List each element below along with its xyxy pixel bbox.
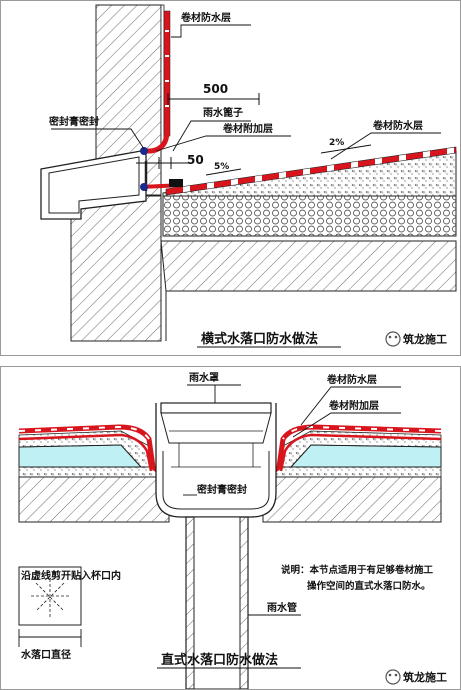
rain-cover-body xyxy=(160,412,272,444)
vertical-drain-panel: 雨水罩 卷材防水层 卷材附加层 密封膏密封 说明：本节点适用于有足够卷材施工 操… xyxy=(0,366,461,690)
insulation-right xyxy=(289,444,442,468)
sealant-label: 密封膏密封 xyxy=(49,115,99,128)
dim-500-label: 500 xyxy=(203,82,228,96)
watermark-text-bottom: 筑龙施工 xyxy=(403,670,447,684)
diameter-label: 水落口直径 xyxy=(20,648,71,661)
roof-membrane xyxy=(165,146,457,196)
slope-2-label: 2% xyxy=(329,138,344,148)
insulation-layer xyxy=(162,195,457,237)
bottom-title: 直式水落口防水做法 xyxy=(161,652,278,668)
watermark-logo-top xyxy=(385,331,401,347)
membrane-add-label-bottom: 卷材附加层 xyxy=(328,399,379,412)
wall-lower xyxy=(70,195,162,342)
membrane-label: 卷材防水层 xyxy=(326,373,377,386)
cover-label: 雨水罩 xyxy=(189,371,219,384)
membrane-right-label: 卷材防水层 xyxy=(372,119,423,132)
sealant-blob-top xyxy=(140,147,148,155)
pipe-label: 雨水管 xyxy=(267,601,297,614)
wall-membrane xyxy=(163,10,171,137)
note-line-2: 操作空间的直式水落口防水。 xyxy=(307,580,431,592)
sealant-label-bottom: 密封膏密封 xyxy=(197,483,247,496)
vertical-drain-drawing: 雨水罩 卷材防水层 卷材附加层 密封膏密封 说明：本节点适用于有足够卷材施工 操… xyxy=(18,371,447,689)
slope-5-label: 5% xyxy=(214,162,229,172)
watermark-text-top: 筑龙施工 xyxy=(403,332,447,346)
slab-right xyxy=(262,476,442,523)
membrane-add-label: 卷材附加层 xyxy=(222,122,273,135)
horizontal-drain-panel: 500 50 卷材防水层 雨水篦子 卷材附加层 密封膏密封 卷材防水层 2% 5… xyxy=(0,0,461,356)
cut-note-label: 沿虚线剪开贴入杯口内 xyxy=(21,569,121,582)
rain-cover xyxy=(160,402,272,414)
grate-label: 雨水篦子 xyxy=(203,106,243,119)
cut-lines xyxy=(31,579,69,617)
note-line-1: 说明：本节点适用于有足够卷材施工 xyxy=(281,564,434,576)
dim-50-label: 50 xyxy=(187,153,204,167)
sealant-blob-bottom xyxy=(140,183,148,191)
wall-face xyxy=(160,4,165,146)
slab-left xyxy=(18,476,170,523)
insulation-left xyxy=(18,444,143,468)
membrane-top-label: 卷材防水层 xyxy=(180,11,231,24)
top-title: 横式水落口防水做法 xyxy=(201,331,318,347)
watermark-logo-bottom xyxy=(385,669,401,685)
horizontal-drain-drawing: 500 50 卷材防水层 雨水篦子 卷材附加层 密封膏密封 卷材防水层 2% 5… xyxy=(40,4,457,348)
roof-slab xyxy=(160,240,457,292)
